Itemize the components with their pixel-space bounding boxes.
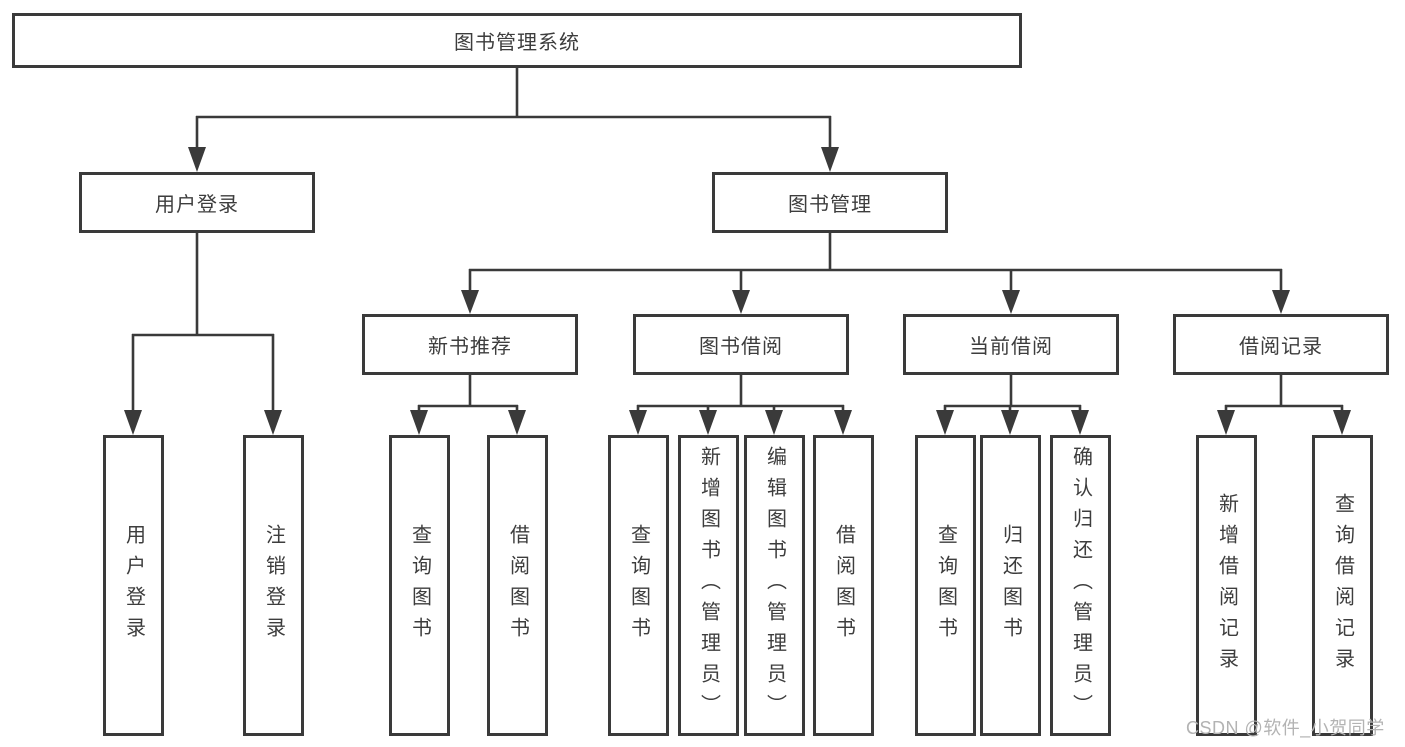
leaf-current-borrow-2-label: 归还图书 bbox=[999, 523, 1022, 648]
leaf-borrow-records-2-label: 查询借阅记录 bbox=[1331, 492, 1354, 679]
node-book-mgmt: 图书管理 bbox=[712, 172, 948, 233]
book-borrow-to-leaves-connectors bbox=[629, 375, 852, 435]
node-current-borrow-label: 当前借阅 bbox=[969, 336, 1053, 358]
node-new-books: 新书推荐 bbox=[362, 314, 578, 375]
book-mgmt-to-level3-connectors bbox=[461, 233, 1290, 314]
leaf-current-borrow-2: 归还图书 bbox=[980, 435, 1041, 736]
leaf-current-borrow-3-label: 确认归还（管理员） bbox=[1069, 446, 1092, 725]
leaf-new-books-2-label: 借阅图书 bbox=[506, 523, 529, 648]
node-borrow-records: 借阅记录 bbox=[1173, 314, 1389, 375]
leaf-current-borrow-3: 确认归还（管理员） bbox=[1050, 435, 1111, 736]
leaf-book-borrow-4-label: 借阅图书 bbox=[832, 523, 855, 648]
leaf-current-borrow-1-label: 查询图书 bbox=[934, 523, 957, 648]
leaf-borrow-records-2: 查询借阅记录 bbox=[1312, 435, 1373, 736]
borrow-records-to-leaves-connectors bbox=[1217, 375, 1351, 435]
leaf-user-login-2-label: 注销登录 bbox=[262, 523, 285, 648]
node-book-borrow-label: 图书借阅 bbox=[699, 336, 783, 358]
node-current-borrow: 当前借阅 bbox=[903, 314, 1119, 375]
leaf-current-borrow-1: 查询图书 bbox=[915, 435, 976, 736]
leaf-book-borrow-3: 编辑图书（管理员） bbox=[744, 435, 805, 736]
leaf-book-borrow-2-label: 新增图书（管理员） bbox=[697, 446, 720, 725]
leaf-user-login-2: 注销登录 bbox=[243, 435, 304, 736]
leaf-book-borrow-2: 新增图书（管理员） bbox=[678, 435, 739, 736]
node-user-login: 用户登录 bbox=[79, 172, 315, 233]
leaf-book-borrow-1: 查询图书 bbox=[608, 435, 669, 736]
leaf-borrow-records-1: 新增借阅记录 bbox=[1196, 435, 1257, 736]
leaf-new-books-1-label: 查询图书 bbox=[408, 523, 431, 648]
node-book-borrow: 图书借阅 bbox=[633, 314, 849, 375]
leaf-user-login-1: 用户登录 bbox=[103, 435, 164, 736]
leaf-new-books-1: 查询图书 bbox=[389, 435, 450, 736]
new-books-to-leaves-connectors bbox=[410, 375, 526, 435]
node-book-mgmt-label: 图书管理 bbox=[788, 194, 872, 216]
node-borrow-records-label: 借阅记录 bbox=[1239, 336, 1323, 358]
node-new-books-label: 新书推荐 bbox=[428, 336, 512, 358]
leaf-new-books-2: 借阅图书 bbox=[487, 435, 548, 736]
csdn-watermark: CSDN @软件_小贺同学 bbox=[1186, 718, 1385, 738]
node-user-login-label: 用户登录 bbox=[155, 194, 239, 216]
node-root-label: 图书管理系统 bbox=[454, 32, 580, 54]
leaf-user-login-1-label: 用户登录 bbox=[122, 523, 145, 648]
user-login-to-leaves-connectors bbox=[124, 233, 282, 435]
root-to-level2-connectors bbox=[188, 68, 839, 172]
leaf-book-borrow-4: 借阅图书 bbox=[813, 435, 874, 736]
leaf-book-borrow-1-label: 查询图书 bbox=[627, 523, 650, 648]
current-borrow-to-leaves-connectors bbox=[936, 375, 1089, 435]
node-root: 图书管理系统 bbox=[12, 13, 1022, 68]
leaf-borrow-records-1-label: 新增借阅记录 bbox=[1215, 492, 1238, 679]
leaf-book-borrow-3-label: 编辑图书（管理员） bbox=[763, 446, 786, 725]
